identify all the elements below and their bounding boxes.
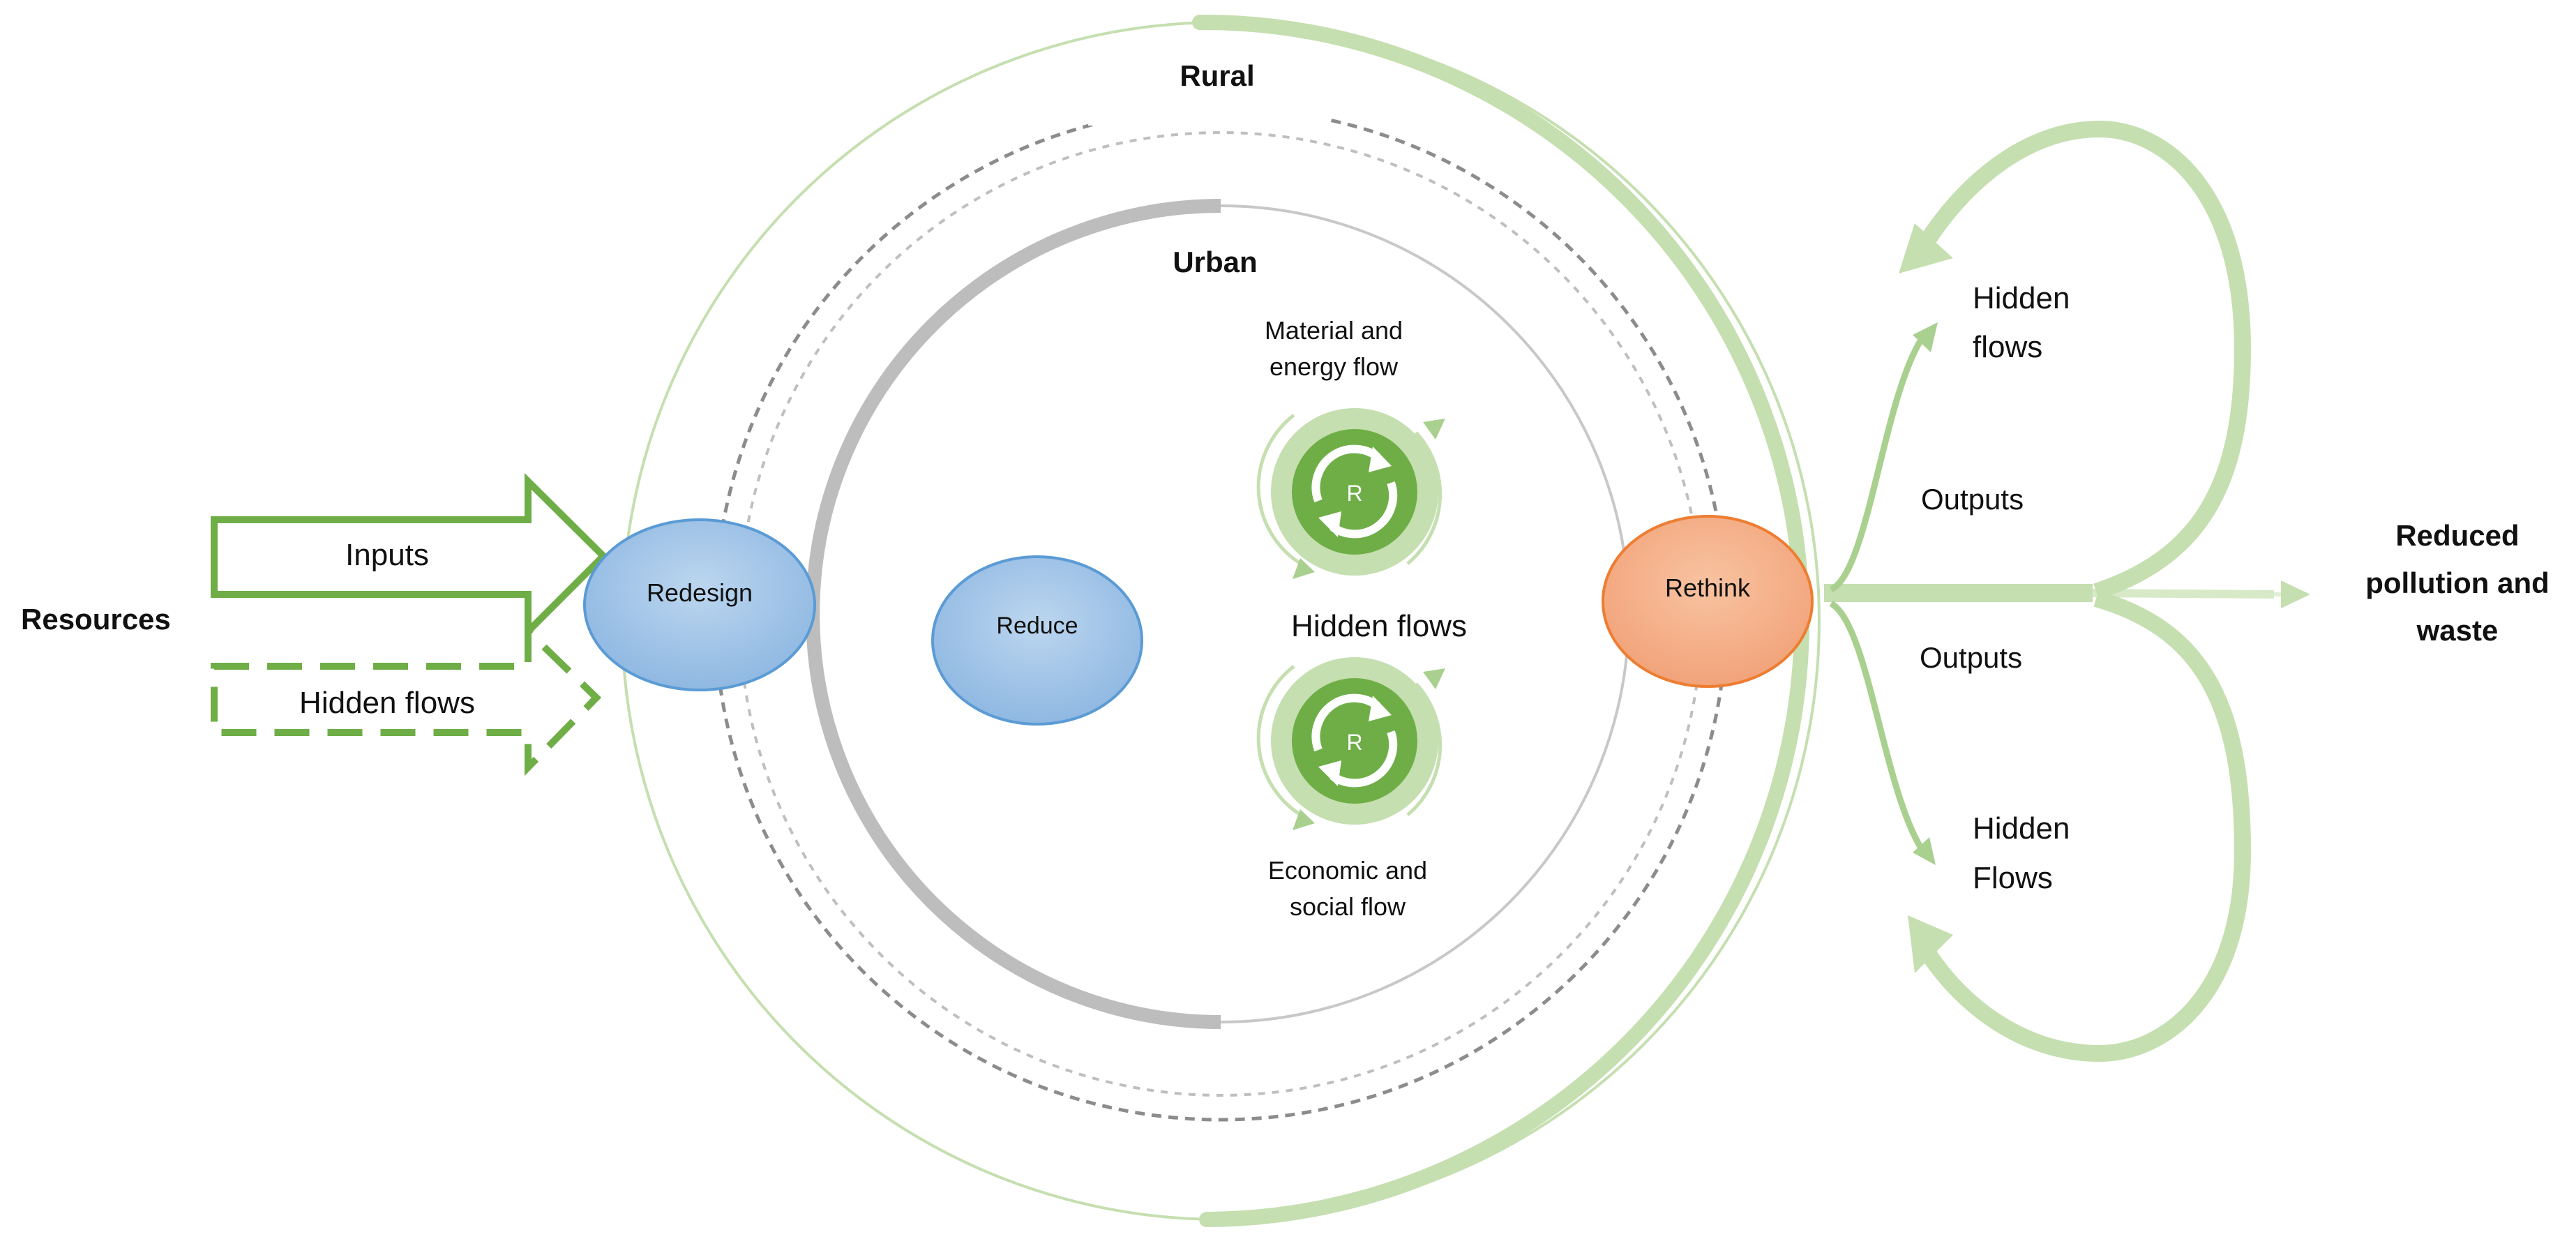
top-loop-arrowhead xyxy=(1899,223,1953,273)
inputs-label: Inputs xyxy=(345,538,429,572)
resources-label: Resources xyxy=(21,603,171,636)
recycle-top-letter: R xyxy=(1346,481,1362,506)
reduced-output-arrowhead xyxy=(2281,580,2310,608)
material-energy-label-line2: energy flow xyxy=(1270,352,1399,381)
hidden-flows-bottom-label-line1: Hidden xyxy=(1973,811,2070,846)
reduced-pollution-label-line2: pollution and xyxy=(2365,566,2549,599)
reduced-pollution-label-line1: Reduced xyxy=(2395,519,2519,552)
rural-label: Rural xyxy=(1180,59,1254,92)
outputs-top-label: Outputs xyxy=(1921,483,2024,516)
economic-social-label-line1: Economic and xyxy=(1268,856,1427,885)
inputs-arrow xyxy=(211,473,609,640)
hidden-flows-bottom-label-line2: Flows xyxy=(1973,861,2053,895)
redesign-label: Redesign xyxy=(647,578,753,607)
hidden-flows-input-arrow xyxy=(211,623,602,776)
reduce-label: Reduce xyxy=(996,613,1078,639)
economic-social-label-line2: social flow xyxy=(1290,892,1406,921)
bottom-branch-arrowhead xyxy=(1913,837,1936,865)
hidden-flows-input-label: Hidden flows xyxy=(299,686,475,720)
rethink-label: Rethink xyxy=(1665,573,1751,602)
top-branch-arrowhead xyxy=(1913,322,1938,352)
top-loop-curve xyxy=(1918,120,2252,600)
redesign-node: Redesign xyxy=(583,518,816,691)
reduce-node: Reduce xyxy=(931,555,1143,726)
rethink-node: Rethink xyxy=(1602,515,1814,688)
hidden-flows-top-label-line2: flows xyxy=(1973,330,2042,364)
bottom-loop-curve xyxy=(1918,590,2252,1063)
recycle-bottom-letter: R xyxy=(1346,730,1362,755)
recycle-icon-top: R xyxy=(1256,408,1445,579)
material-energy-label-line1: Material and xyxy=(1265,316,1403,345)
recycle-icon-bottom: R xyxy=(1256,657,1445,830)
bottom-loop-arrowhead xyxy=(1908,915,1953,973)
bottom-branch-curve xyxy=(1829,601,1928,857)
outputs-bottom-label: Outputs xyxy=(1920,641,2022,674)
hidden-flows-top-label-line1: Hidden xyxy=(1973,281,2070,315)
urban-label: Urban xyxy=(1173,246,1257,278)
hidden-flows-center-label: Hidden flows xyxy=(1291,609,1467,643)
top-branch-curve xyxy=(1829,331,1928,593)
reduced-pollution-label-line3: waste xyxy=(2416,614,2499,647)
output-flows xyxy=(1824,120,2310,1063)
